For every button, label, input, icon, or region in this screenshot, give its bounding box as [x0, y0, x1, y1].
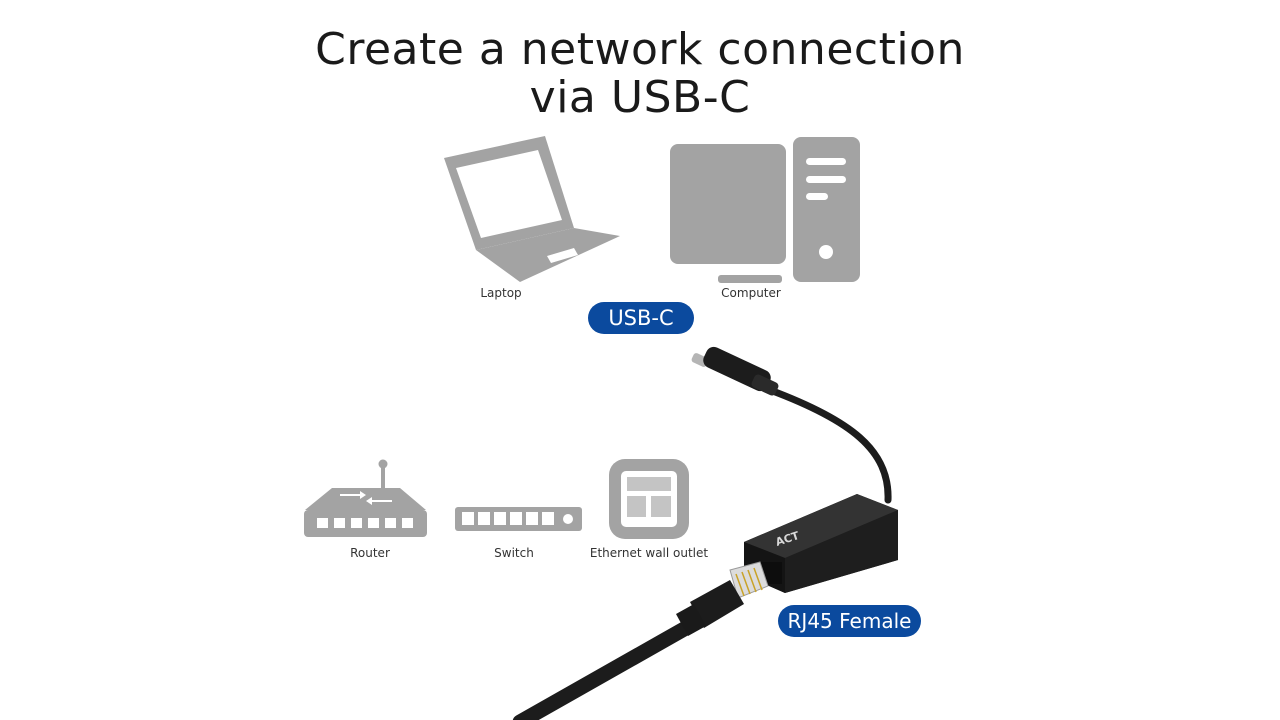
- ethernet-wall-outlet-label: Ethernet wall outlet: [589, 546, 709, 560]
- rj45-adapter: [744, 494, 898, 593]
- laptop-label: Laptop: [480, 286, 522, 300]
- switch-label: Switch: [494, 546, 534, 560]
- desktop-computer-icon: [670, 137, 860, 283]
- rj45-plug: [676, 561, 769, 636]
- network-switch-icon: [455, 507, 582, 531]
- title-line-1: Create a network connection: [315, 24, 965, 75]
- ethernet-cable: [512, 612, 708, 720]
- page-title: Create a network connection via USB-C: [0, 26, 1280, 122]
- computer-label: Computer: [721, 286, 781, 300]
- rj45-female-badge: RJ45 Female: [778, 605, 921, 637]
- router-label: Router: [350, 546, 390, 560]
- laptop-icon: [444, 136, 620, 282]
- title-line-2: via USB-C: [529, 72, 751, 123]
- usb-c-badge: USB-C: [588, 302, 694, 334]
- usb-c-cable: [766, 386, 892, 504]
- ethernet-wall-outlet-icon: [609, 459, 689, 539]
- usb-c-plug: [691, 346, 779, 396]
- router-icon: [304, 459, 427, 537]
